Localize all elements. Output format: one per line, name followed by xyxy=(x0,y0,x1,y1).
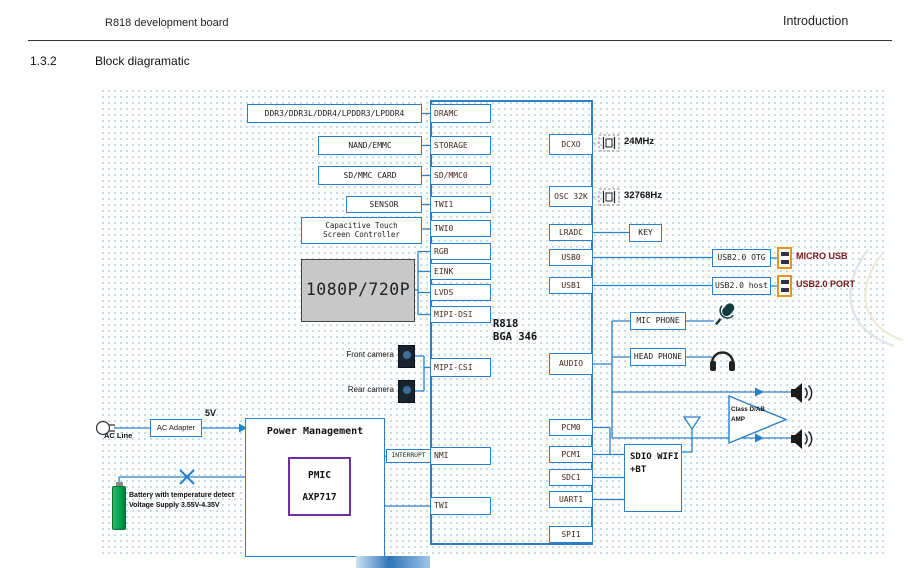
port-eink: EINK xyxy=(430,263,491,280)
battery-label: Battery with temperature detect Voltage … xyxy=(129,492,235,509)
section-title: Block diagramatic xyxy=(95,54,190,68)
port-lradc: LRADC xyxy=(549,224,593,241)
rail-5v-label: 5V xyxy=(205,408,217,418)
port-mipi-csi: MIPI-CSI xyxy=(430,358,491,377)
port-storage: STORAGE xyxy=(430,136,491,155)
port-uart1: UART1 xyxy=(549,491,593,508)
rear-camera-image xyxy=(398,380,415,403)
port-sdmmc0: SD/MMC0 xyxy=(430,166,491,185)
port-usb1: USB1 xyxy=(549,277,593,294)
display-panel-box: 1080P/720P xyxy=(301,259,415,322)
amp-label: Class D/AB AMP xyxy=(731,406,765,423)
port-spi1: SPI1 xyxy=(549,526,593,543)
header-rule xyxy=(28,40,892,41)
port-twi1: TWI1 xyxy=(430,196,491,213)
xtal-32khz-label: 32768Hz xyxy=(624,190,663,201)
port-pcm0: PCM0 xyxy=(549,419,593,436)
interrupt-box: INTERRUPT xyxy=(386,449,431,463)
battery-icon xyxy=(112,486,126,530)
header-chapter: Introduction xyxy=(783,14,849,28)
pmic-model-label: AXP717 xyxy=(302,492,337,503)
rear-camera-label: Rear camera xyxy=(347,385,394,394)
sd-mmc-card-box: SD/MMC CARD xyxy=(318,166,422,185)
sensor-box: SENSOR xyxy=(346,196,422,213)
header-doc-title: R818 development board xyxy=(105,17,229,29)
ac-line-label: AC Line xyxy=(104,431,133,440)
mic-phone-box: MIC PHONE xyxy=(630,312,686,330)
port-osc32k: OSC 32K xyxy=(549,186,593,207)
xtal-24mhz-label: 24MHz xyxy=(624,136,655,147)
port-twi: TWI xyxy=(430,497,491,515)
usb-host-box: USB2.0 host xyxy=(712,277,771,295)
pmic-box: PMIC AXP717 xyxy=(288,457,351,516)
port-audio: AUDIO xyxy=(549,353,593,375)
sdio-wifi-bt-box: SDIO WIFI +BT xyxy=(624,444,682,512)
head-phone-box: HEAD PHONE xyxy=(630,348,686,366)
footer-accent-bar xyxy=(356,556,430,568)
micro-usb-connector-icon xyxy=(777,247,792,269)
port-dcxo: DCXO xyxy=(549,134,593,155)
chip-name: R818 BGA 346 xyxy=(493,318,538,343)
pmic-label: PMIC xyxy=(308,470,331,481)
port-usb0: USB0 xyxy=(549,249,593,266)
port-dramc: DRAMC xyxy=(430,104,491,123)
section-number: 1.3.2 xyxy=(30,54,57,68)
micro-usb-label: MICRO USB xyxy=(796,251,848,261)
port-rgb: RGB xyxy=(430,243,491,260)
touch-controller-box: Capacitive Touch Screen Controller xyxy=(301,217,422,244)
port-sdc1: SDC1 xyxy=(549,469,593,486)
nand-emmc-box: NAND/EMMC xyxy=(318,136,422,155)
front-camera-label: Front camera xyxy=(346,350,394,359)
ddr-box: DDR3/DDR3L/DDR4/LPDDR3/LPDDR4 xyxy=(247,104,422,123)
port-lvds: LVDS xyxy=(430,284,491,301)
usb-otg-box: USB2.0 OTG xyxy=(712,249,771,267)
usb-port-label: USB2.0 PORT xyxy=(796,279,856,289)
ac-adapter-box: AC Adapter xyxy=(150,419,202,437)
key-box: KEY xyxy=(629,224,662,242)
port-twi0: TWI0 xyxy=(430,220,491,237)
port-mipi-dsi: MIPI-DSI xyxy=(430,306,491,323)
usb-port-connector-icon xyxy=(777,275,792,297)
power-management-title: Power Management xyxy=(266,426,364,437)
front-camera-image xyxy=(398,345,415,368)
port-nmi: NMI xyxy=(430,447,491,465)
port-pcm1: PCM1 xyxy=(549,446,593,463)
